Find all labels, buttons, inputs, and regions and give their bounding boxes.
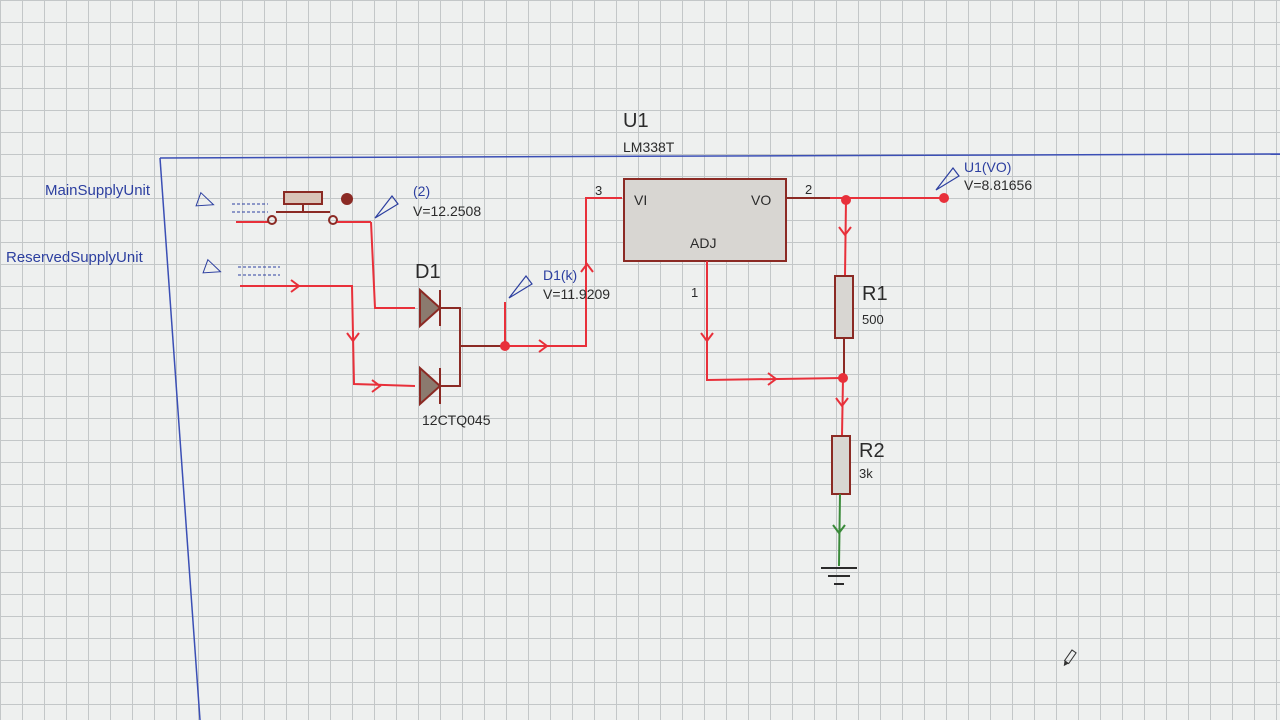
flow-arrow-icon: [832, 524, 846, 535]
reserved-supply-label: ReservedSupplyUnit: [6, 249, 144, 266]
wire-vo-to-r1: [844, 199, 847, 277]
switch-contact: [267, 215, 277, 225]
diode-anode-icon: [419, 287, 442, 329]
probe-name: U1(VO): [964, 159, 1011, 175]
flow-arrow-icon: [538, 339, 549, 353]
flow-arrow-icon: [835, 397, 849, 408]
junction-node: [500, 341, 510, 351]
r2-ref: R2: [859, 440, 885, 462]
wire-main-to-d1: [370, 221, 415, 309]
flow-arrow-icon: [346, 332, 360, 343]
u1-pin-number: 3: [595, 183, 602, 198]
resistor-r2[interactable]: R2 3k: [831, 435, 885, 495]
probe-node: [939, 193, 949, 203]
probe-icon: [508, 275, 533, 299]
switch-cap: [283, 191, 323, 205]
d1-ref: D1: [415, 261, 441, 283]
main-supply-label: MainSupplyUnit: [45, 182, 151, 199]
sheet-border-left: [159, 157, 201, 720]
probe-name: D1(k): [543, 267, 577, 283]
probe-diode-k[interactable]: D1(k) V=11.9209: [508, 267, 610, 302]
terminal-flag-icon: [202, 258, 222, 274]
flow-arrow-icon: [580, 262, 594, 273]
probe-value: V=12.2508: [413, 203, 481, 219]
wire-to-ground: [838, 493, 841, 567]
switch-contact: [328, 215, 338, 225]
diode-d1[interactable]: D1 12CTQ045: [415, 261, 505, 428]
probe-icon: [935, 167, 960, 191]
diode-anode-icon: [419, 365, 442, 407]
u1-body: [623, 178, 787, 262]
pencil-tip: [1063, 660, 1069, 667]
u1-ref: U1: [623, 110, 649, 132]
probe-regulator-out[interactable]: U1(VO) V=8.81656: [935, 159, 1032, 193]
r2-body: [831, 435, 851, 495]
u1-pin-vi: VI: [634, 192, 647, 208]
probe-value: V=8.81656: [964, 177, 1032, 193]
switch-led-icon: [341, 193, 353, 205]
sheet-border-top: [159, 153, 1280, 159]
ground-icon[interactable]: [821, 567, 857, 585]
d1-part: 12CTQ045: [422, 412, 491, 428]
pencil-cursor-icon: [1063, 649, 1077, 667]
u1-pin-number: 1: [691, 285, 698, 300]
r1-ref: R1: [862, 283, 888, 305]
u1-pin-number: 2: [805, 182, 812, 197]
wire-adj: [706, 261, 844, 382]
flow-arrow-icon: [290, 279, 301, 293]
flow-arrow-icon: [838, 226, 852, 237]
push-button-switch[interactable]: [236, 191, 371, 225]
wire-r1-to-r2: [841, 377, 844, 437]
probe-name: (2): [413, 183, 430, 199]
r1-value: 500: [862, 312, 884, 327]
pencil-body: [1063, 649, 1077, 665]
flow-arrow-icon: [767, 372, 778, 386]
main-supply-terminal[interactable]: MainSupplyUnit: [45, 182, 268, 213]
flow-arrow-icon: [700, 332, 714, 343]
probe-value: V=11.9209: [543, 286, 610, 302]
diode-common-cathode: [440, 307, 461, 387]
r1-body: [834, 275, 854, 339]
u1-part: LM338T: [623, 139, 675, 155]
reserved-supply-terminal[interactable]: ReservedSupplyUnit: [6, 249, 280, 278]
wire-reserved-to-d1: [240, 285, 416, 387]
terminal-flag-icon: [195, 191, 215, 207]
probe-switch-out[interactable]: (2) V=12.2508: [374, 183, 481, 219]
resistor-r1[interactable]: R1 500: [834, 275, 888, 339]
regulator-u1[interactable]: U1 LM338T VI VO ADJ 3 2 1: [595, 110, 812, 300]
flow-arrow-icon: [371, 379, 382, 393]
r2-value: 3k: [859, 466, 873, 481]
u1-pin-adj: ADJ: [690, 235, 716, 251]
probe-icon: [374, 195, 399, 219]
u1-pin-vo: VO: [751, 192, 771, 208]
